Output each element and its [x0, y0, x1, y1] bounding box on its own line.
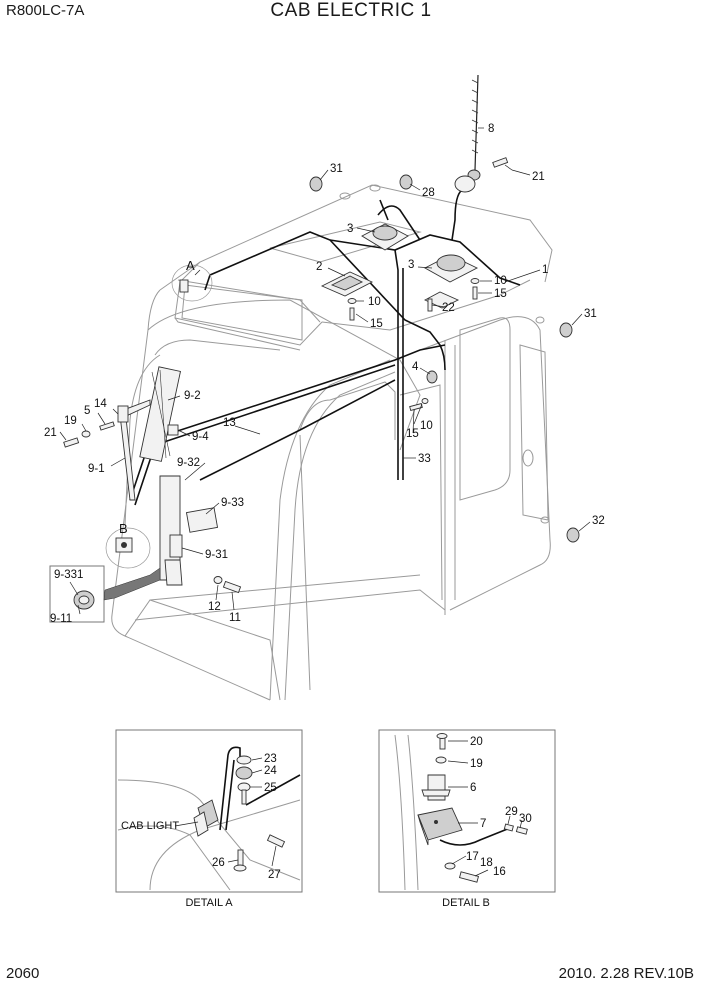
callout-5: 5	[84, 405, 90, 417]
callout-9-32: 9-32	[177, 457, 200, 469]
callout-10-switch: 10	[420, 420, 433, 432]
callout-28: 28	[422, 187, 435, 199]
callout-12: 12	[208, 601, 221, 613]
callout-20: 20	[470, 736, 483, 748]
page-number: 2060	[6, 965, 40, 982]
callout-9-33: 9-33	[221, 497, 244, 509]
callout-17: 17	[466, 851, 479, 863]
callout-15-lamp: 15	[370, 318, 383, 330]
callout-9-1: 9-1	[88, 463, 105, 475]
detail-b-panel: 20 19 6 7 29 30 17 18 16 DETAIL B	[378, 729, 556, 909]
callout-29: 29	[505, 806, 518, 818]
callout-31-right: 31	[584, 308, 597, 320]
model-code: R800LC-7A	[6, 2, 85, 19]
callout-19b: 19	[470, 758, 483, 770]
callout-31-top: 31	[330, 163, 343, 175]
callout-7: 7	[480, 818, 486, 830]
callout-23: 23	[264, 753, 277, 765]
callout-16: 16	[493, 866, 506, 878]
parts	[49, 74, 580, 623]
callout-11: 11	[229, 612, 241, 624]
callout-9-31: 9-31	[205, 549, 228, 561]
callout-15-switch: 15	[406, 428, 419, 440]
callout-13: 13	[223, 417, 236, 429]
callout-19: 19	[64, 415, 77, 427]
callout-3-left: 3	[347, 223, 353, 235]
main-callouts: 8 21 31 28 3 3 2 10 15 10 15 1 22 31 32 …	[44, 123, 605, 625]
revision-date: 2010. 2.28 REV.10B	[558, 965, 694, 982]
callout-2: 2	[316, 261, 322, 273]
detail-b-marker: B	[119, 521, 128, 536]
callout-9-11: 9-11	[50, 613, 72, 625]
callout-26: 26	[212, 857, 225, 869]
callout-22: 22	[442, 302, 455, 314]
leader-lines	[59, 127, 591, 615]
callout-25: 25	[264, 782, 277, 794]
callout-15-speaker: 15	[494, 288, 507, 300]
callout-24: 24	[264, 765, 277, 777]
callout-9-4: 9-4	[192, 431, 209, 443]
callout-9-2: 9-2	[184, 390, 201, 402]
callout-4: 4	[412, 361, 419, 373]
cab-body	[111, 184, 553, 701]
callout-10-speaker: 10	[494, 275, 507, 287]
callout-6: 6	[470, 782, 476, 794]
callout-18: 18	[480, 857, 493, 869]
callout-3-right: 3	[408, 259, 414, 271]
callout-14: 14	[94, 398, 107, 410]
detail-a-marker: A	[186, 258, 195, 273]
callout-10-lamp: 10	[368, 296, 381, 308]
callout-27: 27	[268, 869, 281, 881]
callout-9-331: 9-331	[54, 569, 83, 581]
detail-b-caption: DETAIL B	[442, 897, 490, 909]
callout-21-top: 21	[532, 171, 545, 183]
page-title: CAB ELECTRIC 1	[270, 0, 432, 21]
callout-1: 1	[542, 264, 548, 276]
callout-33: 33	[418, 453, 431, 465]
detail-a-panel: 23 24 25 CAB LIGHT 26 27 DETAIL A	[115, 729, 303, 909]
detail-a-caption: DETAIL A	[185, 897, 233, 909]
callout-21-left: 21	[44, 427, 57, 439]
callout-8: 8	[488, 123, 494, 135]
callout-30: 30	[519, 813, 532, 825]
callout-32: 32	[592, 515, 605, 527]
cab-light-label: CAB LIGHT	[121, 820, 179, 832]
